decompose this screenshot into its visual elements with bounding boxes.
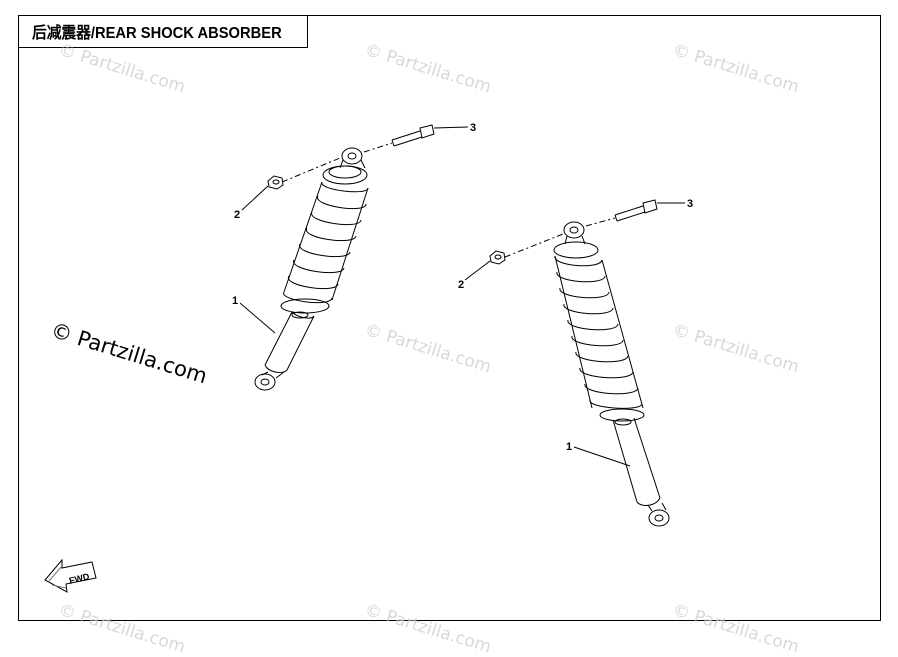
callout-bolt: 3 [470,122,476,134]
leader-line [573,446,631,467]
right-nut [489,250,506,265]
leader-line [433,126,469,129]
leader-line [241,185,269,211]
fwd-arrow-icon [44,558,97,593]
title-box: 后减震器/REAR SHOCK ABSORBER [18,15,308,48]
drawing-frame [18,15,881,621]
left-coil-spring [283,181,369,304]
right-shock-absorber [553,221,670,527]
left-bolt [391,124,435,147]
right-bolt [614,199,658,222]
fwd-label: FWD [68,571,91,586]
callout-shock: 1 [232,295,238,307]
callout-bolt: 3 [687,198,693,210]
callout-nut: 2 [234,209,240,221]
left-nut [267,175,284,190]
page-title: 后减震器/REAR SHOCK ABSORBER [32,25,282,42]
callout-shock: 1 [566,441,572,453]
parts-diagram: 2 3 1 2 3 1 FWD [44,122,693,593]
right-coil-spring [554,255,644,409]
callout-nut: 2 [458,279,464,291]
leader-line [464,260,491,281]
left-shock-absorber [254,147,369,391]
leader-line [239,302,276,334]
